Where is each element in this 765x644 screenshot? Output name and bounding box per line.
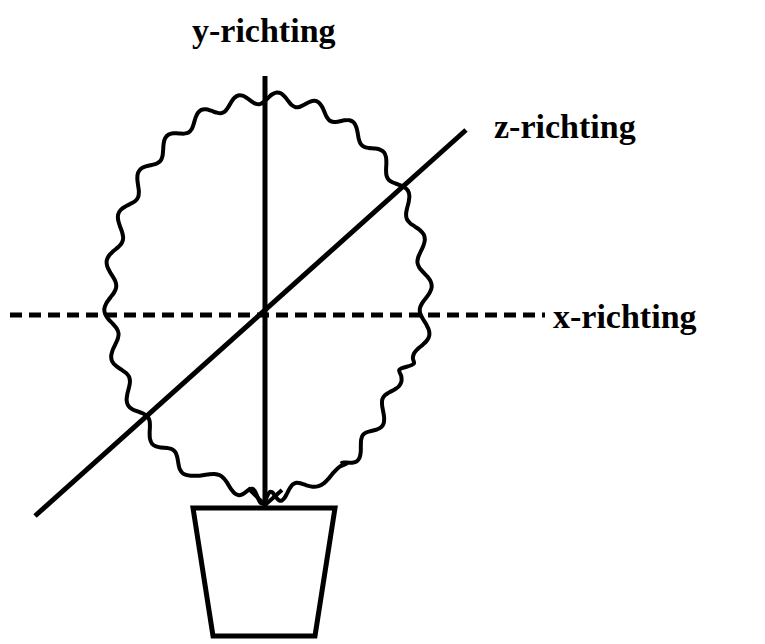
x-axis xyxy=(10,313,545,318)
axis-label: x-richting xyxy=(553,300,697,334)
axis-label: z-richting xyxy=(494,110,636,144)
y-axis xyxy=(263,76,268,508)
flower-pot xyxy=(193,508,335,636)
plant-foliage xyxy=(104,92,431,503)
z-axis xyxy=(35,130,466,516)
axis-label: y-richting xyxy=(192,14,336,48)
